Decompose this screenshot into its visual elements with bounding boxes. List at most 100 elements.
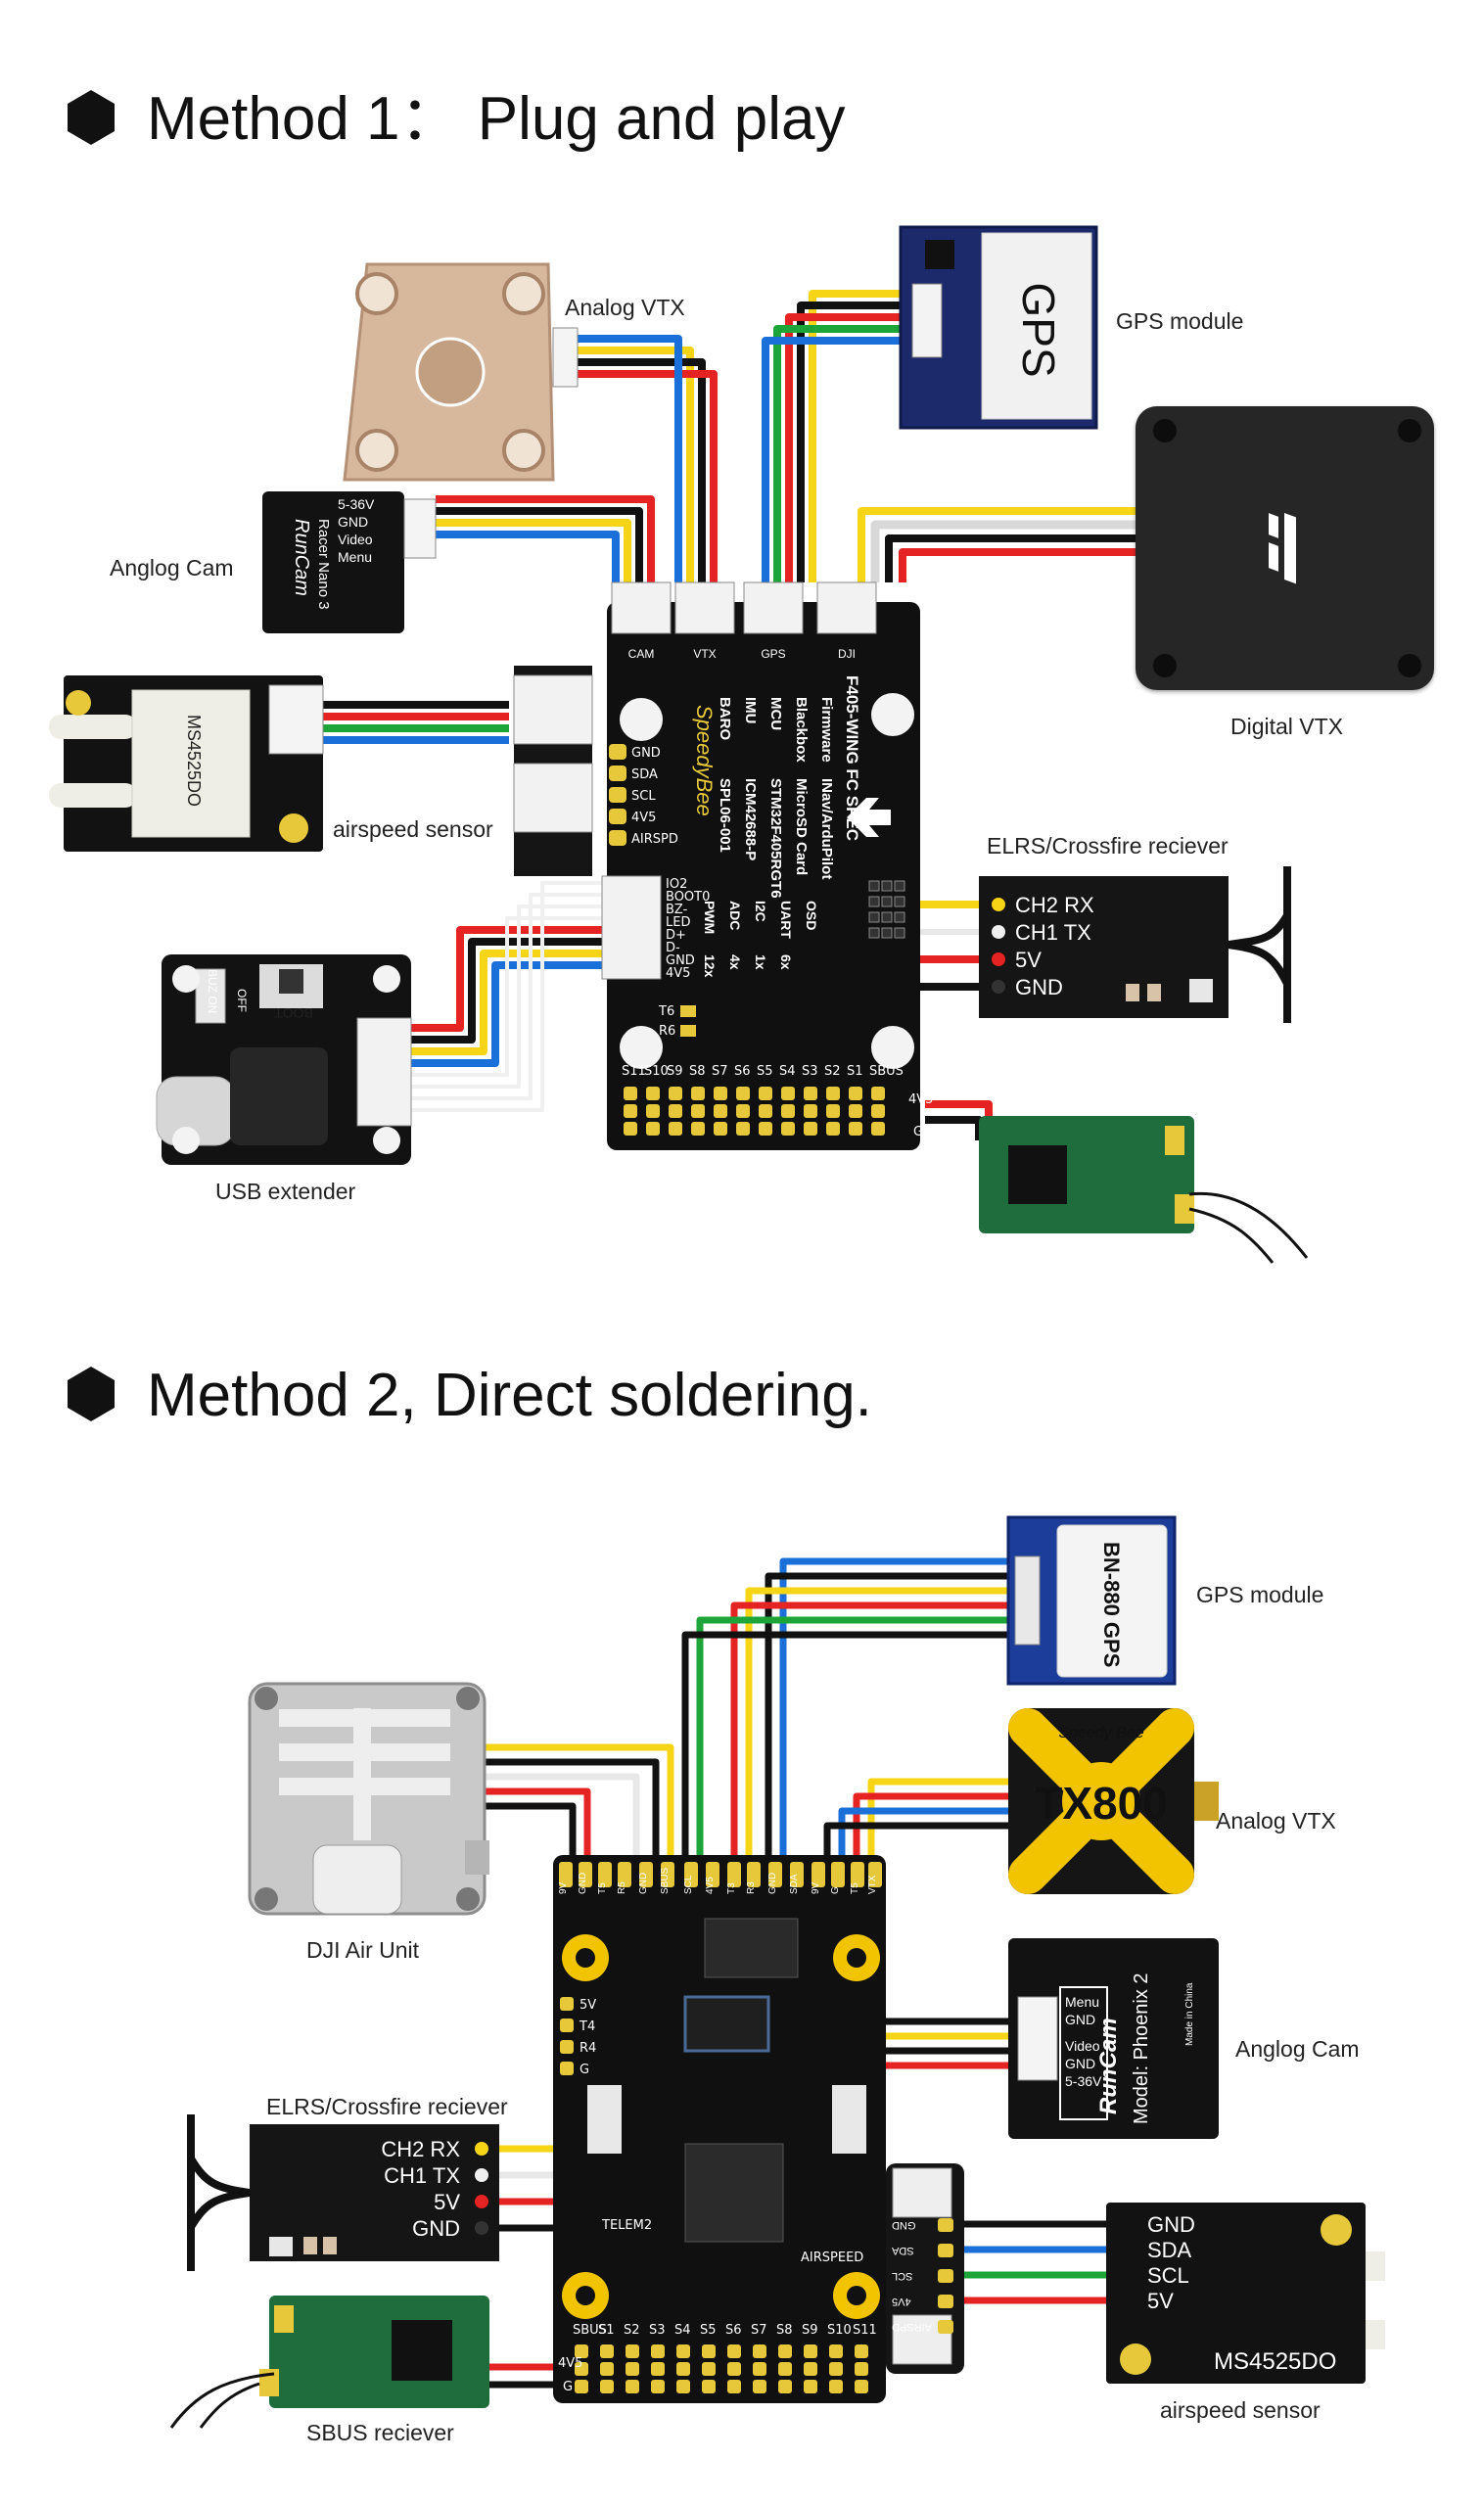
chip [683,1995,770,2053]
airspeed-pad-label: AIRSPEED [801,2251,863,2265]
top-pad-label: SBUS [660,1867,671,1894]
sbus-chip [392,2320,452,2381]
bottom-pad [855,2344,868,2358]
top-pad-label: SDA [789,1874,800,1894]
left-pad [560,2040,574,2054]
header-pin [894,911,905,923]
chip [704,1918,799,1978]
bottom-pad [727,2362,741,2376]
wire [773,325,901,582]
elrs-pad [992,980,1005,994]
wire [411,938,602,1044]
servo-pad [646,1122,660,1136]
wire [765,1572,1018,1860]
left-pad-label: R4 [580,2041,596,2056]
servo-pad [759,1104,772,1118]
pad-label: 4V5 [631,811,656,825]
method1-gps: GPS GPS module [899,225,1243,430]
servo-pad [624,1122,637,1136]
buz-switch[interactable] [195,968,226,1024]
servo-label: S2 [824,1064,841,1079]
wire [885,534,1136,582]
arrow-icon [847,798,891,837]
usb-pin-label: D- [666,941,680,955]
boot-button[interactable] [279,969,303,994]
elrs-pin: CH2 RX [1015,893,1094,917]
mount-hole [355,429,398,472]
method1-sbus-receiver [979,1116,1309,1264]
mount-hole [66,690,91,716]
bottom-pad-label: S8 [776,2323,793,2338]
mount-hole [255,1687,278,1710]
gps-antenna [981,232,1092,420]
top-pad-label: R5 [617,1881,627,1894]
header-pin [868,880,880,892]
airspeed-port [49,783,137,808]
spec-value: ICM42688-P [742,778,759,860]
usb-port [587,2085,622,2154]
wire [696,1616,1018,1860]
method2-heading: Method 2, Direct soldering. [68,1362,872,1429]
bottom-pad [702,2344,716,2358]
servo-pad [691,1087,705,1100]
connector-label: DJI [838,647,856,661]
servo-pad [826,1087,840,1100]
header-pin [868,896,880,907]
elrs-pad [475,2168,488,2182]
resistor [680,1025,696,1037]
cam-brand: RunCam [1095,2018,1122,2114]
airspeed-pad [938,2295,953,2308]
airspeed-pad-label: SDA [891,2245,913,2256]
header-pin [881,927,893,939]
pad-label: SDA [631,767,658,782]
servo-pad [871,1122,885,1136]
gps-module-label: GPS module [1196,1582,1323,1607]
bottom-pad [600,2380,614,2393]
method1-digital-vtx: Digital VTX [1136,406,1434,739]
wire [411,905,602,1089]
servo-pad [669,1087,682,1100]
wire [730,1601,1018,1860]
spec-key: MCU [767,697,784,730]
top-pad-label: VTX [867,1875,878,1894]
bottom-pad [855,2380,868,2393]
usb-extender-label: USB extender [215,1179,356,1204]
antenna-connector [1194,1782,1219,1821]
smd-part [323,2237,337,2254]
top-pad [747,1862,761,1887]
airspeed-port [1366,2320,1385,2349]
airspeed-sensor-label: airspeed sensor [1160,2397,1321,2423]
airspeed-sensor-label: airspeed sensor [333,816,493,842]
wire [436,519,631,582]
pad-label: GND [631,746,661,761]
servo-label: S9 [667,1064,683,1079]
bottom-pad [829,2344,843,2358]
airspeed-pin: SDA [1147,2238,1192,2262]
elrs-pad [475,2142,488,2156]
spec-small: 12x [702,954,718,978]
elrs-pin: CH1 TX [1015,920,1091,945]
connector [743,581,804,634]
gps-chip [925,240,954,269]
wire [436,507,643,582]
mount-hole [576,1948,595,1968]
top-pad [639,1862,653,1887]
mount-hole [1398,654,1421,677]
header-pin [894,896,905,907]
method1-airspeed-sensor: MS4525DO airspeed sensor [49,675,493,852]
bottom-pad [753,2362,766,2376]
boot-label: BOOT [274,1005,313,1021]
wire [785,313,901,582]
off-label: OFF [235,989,249,1012]
servo-label: S4 [779,1064,796,1079]
hexagon-bullet-icon [68,1367,115,1421]
header-pin [894,927,905,939]
smd-part [303,2237,317,2254]
elrs-pin: GND [412,2216,460,2241]
wire [762,337,901,582]
bottom-pad [727,2344,741,2358]
mount-hole [279,813,308,843]
top-pad [790,1862,804,1887]
